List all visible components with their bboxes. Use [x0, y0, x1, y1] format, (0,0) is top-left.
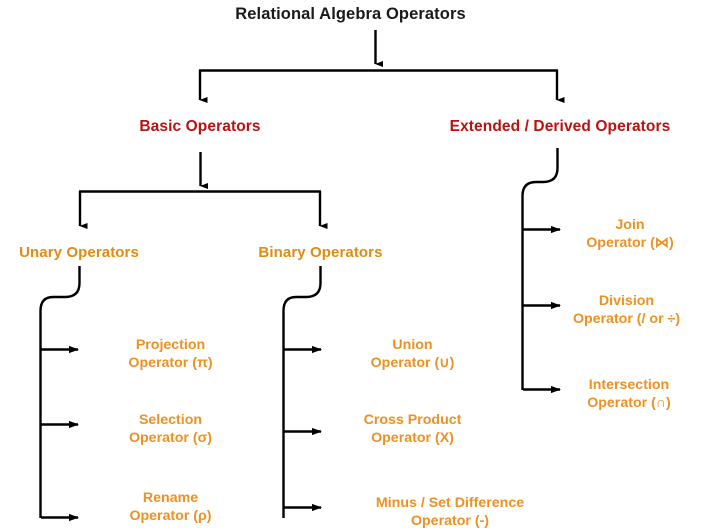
leaf-line-2: Operator (∪) [370, 355, 455, 372]
leaf-join-operator: Join Operator (⋈) [559, 216, 701, 252]
node-unary-operators: Unary Operators [19, 244, 139, 261]
leaf-line-2: Operator (X) [371, 430, 454, 447]
leaf-cross-product-operator: Cross Product Operator (X) [320, 411, 505, 447]
node-extended-derived-operators: Extended / Derived Operators [449, 118, 671, 135]
leaf-rename-operator: Rename Operator (ρ) [78, 489, 263, 525]
leaf-line-2: Operator (⋈) [586, 235, 674, 252]
edge-extended-spine [521, 148, 559, 390]
leaf-line-1: Rename [142, 490, 199, 506]
leaf-line-1: Division [598, 293, 655, 309]
leaf-line-1: Intersection [588, 377, 670, 393]
leaf-minus-set-difference-operator: Minus / Set Difference Operator (-) [320, 494, 580, 530]
edge-binary-spine [282, 266, 322, 518]
node-basic-operators: Basic Operators [139, 118, 261, 135]
leaf-line-2: Operator (/ or ÷) [572, 311, 681, 328]
leaf-line-1: Selection [138, 412, 203, 428]
leaf-line-1: Union [392, 337, 433, 353]
leaf-selection-operator: Selection Operator (σ) [78, 411, 263, 447]
leaf-line-1: Cross Product [363, 412, 462, 428]
leaf-line-1: Minus / Set Difference [375, 495, 525, 511]
leaf-line-2: Operator (∩) [587, 395, 671, 412]
node-binary-operators: Binary Operators [258, 244, 383, 261]
leaf-line-2: Operator (σ) [128, 430, 212, 447]
leaf-division-operator: Division Operator (/ or ÷) [552, 292, 701, 328]
leaf-projection-operator: Projection Operator (π) [78, 336, 263, 372]
leaf-line-2: Operator (-) [410, 513, 490, 530]
leaf-intersection-operator: Intersection Operator (∩) [557, 376, 701, 412]
node-root: Relational Algebra Operators [235, 5, 466, 23]
leaf-line-2: Operator (ρ) [129, 508, 212, 525]
leaf-line-1: Projection [135, 337, 206, 353]
edge-unary-spine [39, 266, 81, 518]
leaf-line-2: Operator (π) [128, 355, 213, 372]
leaf-line-1: Join [615, 217, 645, 233]
leaf-union-operator: Union Operator (∪) [320, 336, 505, 372]
